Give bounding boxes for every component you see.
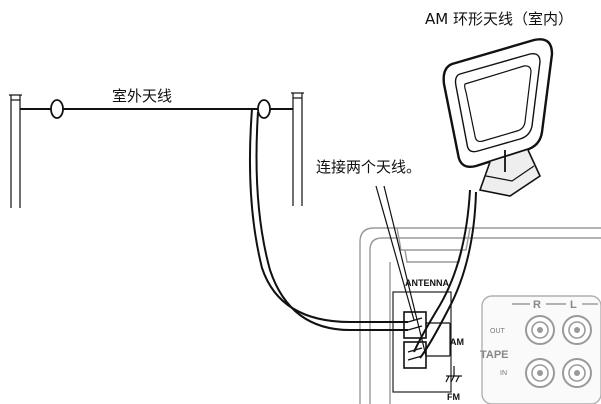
- pointer-line-2: [383, 185, 427, 357]
- tape-out-label: OUT: [490, 328, 506, 335]
- fm-terminal-label: FM: [447, 392, 460, 402]
- pointer-line-1: [375, 185, 415, 321]
- right-pole: [291, 92, 304, 206]
- am-loop-lead-cable: [413, 189, 471, 353]
- tape-out-r-jack: [525, 315, 555, 345]
- tape-jack-panel: R L OUT TAPE IN: [480, 295, 601, 404]
- tape-in-label: IN: [500, 370, 507, 377]
- am-loop-lead-cable-inner: [419, 191, 477, 359]
- outdoor-antenna: 室外天线: [9, 87, 304, 208]
- receiver-rear-panel: ANTENNA AM FM: [359, 227, 601, 404]
- am-loop-label: AM 环形天线（室内）: [425, 10, 573, 28]
- left-insulator: [50, 99, 64, 119]
- outdoor-antenna-label: 室外天线: [112, 87, 172, 105]
- right-insulator: [257, 99, 271, 119]
- outdoor-lead-cable-inner: [255, 111, 408, 331]
- ground-icon: [445, 366, 462, 383]
- tape-in-l-jack: [562, 358, 592, 388]
- right-channel-label: R: [533, 299, 541, 311]
- tape-out-l-jack: [562, 315, 592, 345]
- am-terminal-label: AM: [450, 337, 464, 347]
- cables: [248, 108, 477, 359]
- connect-both-label: 连接两个天线。: [316, 158, 421, 176]
- tape-in-r-jack: [525, 358, 555, 388]
- antenna-panel-label: ANTENNA: [405, 278, 449, 288]
- left-channel-label: L: [570, 299, 577, 311]
- tape-group-label: TAPE: [480, 349, 509, 361]
- outdoor-lead-cable: [248, 108, 408, 323]
- am-loop-antenna: AM 环形天线（室内）: [425, 10, 573, 197]
- antenna-terminal-block: [392, 291, 462, 393]
- left-pole: [9, 94, 22, 208]
